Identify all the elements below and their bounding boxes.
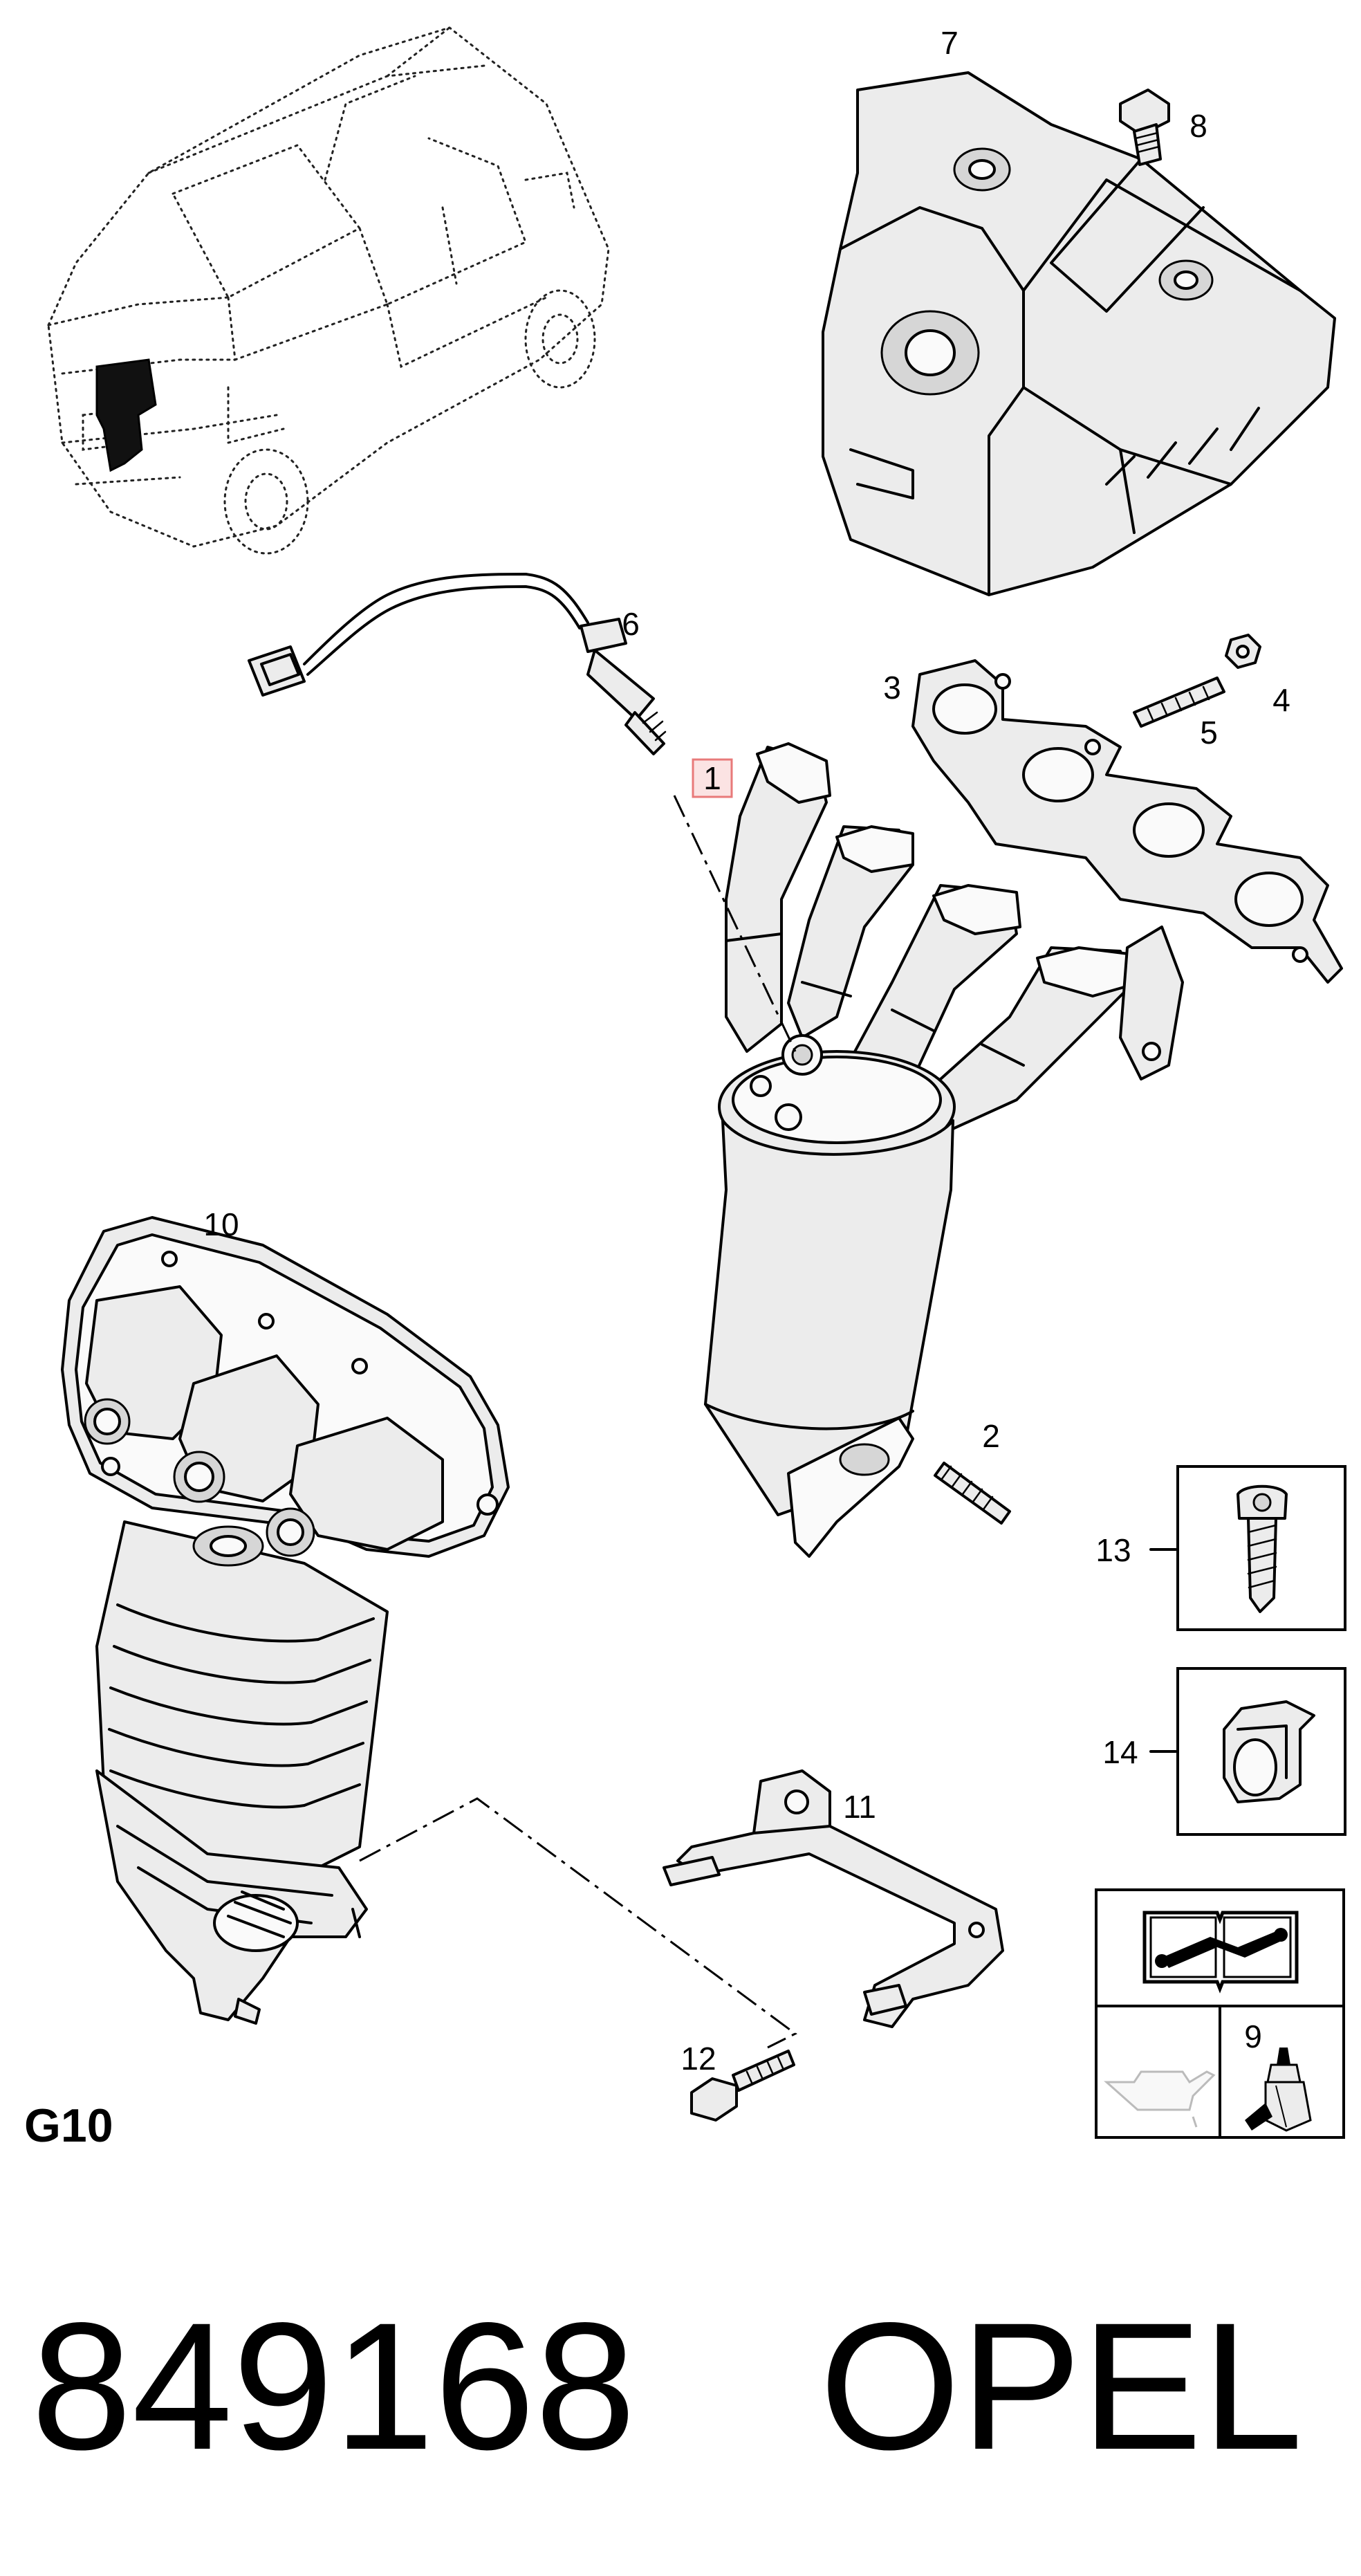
heat-shield bbox=[822, 71, 1336, 596]
highlighted-engine-area bbox=[95, 358, 157, 472]
stud-2 bbox=[934, 1462, 1011, 1525]
box-screw-13 bbox=[1149, 1465, 1346, 1631]
bracket-11 bbox=[663, 1769, 1004, 2028]
vehicle-overview bbox=[47, 26, 610, 555]
gasket bbox=[911, 659, 1343, 984]
bolt-8 bbox=[1119, 89, 1170, 166]
callout-14: 14 bbox=[1102, 1734, 1138, 1770]
oil-can-icon bbox=[1104, 2070, 1216, 2128]
callout-1-box bbox=[692, 758, 733, 798]
part-number: 849168 bbox=[31, 2285, 636, 2487]
stud-5 bbox=[1133, 677, 1225, 728]
leader-line-10-12 bbox=[359, 1797, 797, 2049]
callout-13: 13 bbox=[1095, 1532, 1131, 1568]
callout-9: 9 bbox=[1244, 2018, 1262, 2054]
callout-12: 12 bbox=[680, 2041, 716, 2077]
callout-4: 4 bbox=[1272, 682, 1290, 718]
callout-1: 1 bbox=[703, 760, 721, 796]
callout-6: 6 bbox=[622, 606, 640, 642]
bolt-12 bbox=[690, 2050, 795, 2122]
callout-11: 11 bbox=[843, 1789, 876, 1825]
leader-line-1 bbox=[673, 795, 797, 1052]
brand-name: OPEL bbox=[820, 2285, 1303, 2487]
oxygen-sensor bbox=[248, 573, 667, 755]
sealant-tube-icon bbox=[1245, 2048, 1312, 2132]
manifold-catalyst-10 bbox=[61, 1216, 510, 2025]
callout-3: 3 bbox=[883, 670, 901, 706]
callout-8: 8 bbox=[1189, 108, 1207, 144]
callout-7: 7 bbox=[941, 25, 959, 61]
callout-10: 10 bbox=[203, 1206, 239, 1242]
callout-2: 2 bbox=[982, 1418, 1000, 1454]
box-clip-14 bbox=[1149, 1667, 1346, 1836]
box-instructions-9 bbox=[1095, 1888, 1345, 2139]
exhaust-manifold-catalyst bbox=[704, 742, 1184, 1558]
callout-5: 5 bbox=[1200, 715, 1218, 751]
nut-4 bbox=[1225, 634, 1261, 669]
section-code: G10 bbox=[24, 2099, 113, 2152]
manual-book-icon bbox=[1142, 1911, 1299, 1994]
